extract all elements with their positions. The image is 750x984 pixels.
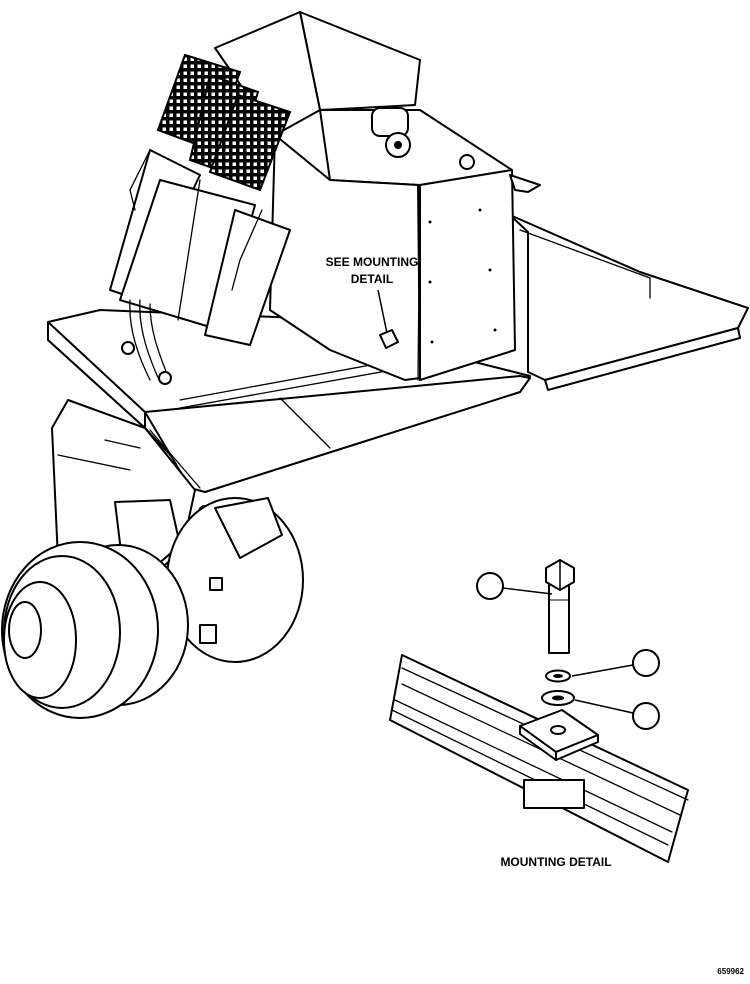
cabinet-rivets: [428, 208, 497, 344]
mounting-detail: MOUNTING DETAIL: [389, 559, 689, 869]
mounting-lug-top: [371, 107, 411, 158]
radiator-unit: [109, 149, 291, 346]
mounting-detail-title: MOUNTING DETAIL: [500, 855, 611, 869]
flat-washer: [541, 690, 575, 706]
grille-panels: [156, 53, 292, 192]
deck-extension-right: [509, 214, 749, 391]
callout-see-mounting-detail: SEE MOUNTING DETAIL: [326, 255, 419, 349]
callout-label-line1: SEE MOUNTING: [326, 255, 419, 269]
balloon-flat-washer: [574, 699, 660, 730]
frame-rail: [389, 654, 689, 863]
hex-bolt: [545, 559, 575, 654]
pulley-wheel: [1, 541, 189, 719]
lock-washer: [545, 669, 571, 683]
balloon-lock-washer: [571, 649, 660, 677]
balloon-bolt: [476, 572, 553, 600]
mounting-plate: [519, 709, 599, 761]
hose-bundle: [121, 299, 172, 385]
figure-number: 659962: [717, 967, 744, 976]
mounting-point-marker: [379, 329, 399, 349]
generator-body: [166, 497, 304, 663]
lifting-eye: [459, 154, 475, 170]
callout-label-line2: DETAIL: [351, 272, 393, 286]
cabinet-enclosure: [214, 11, 541, 381]
